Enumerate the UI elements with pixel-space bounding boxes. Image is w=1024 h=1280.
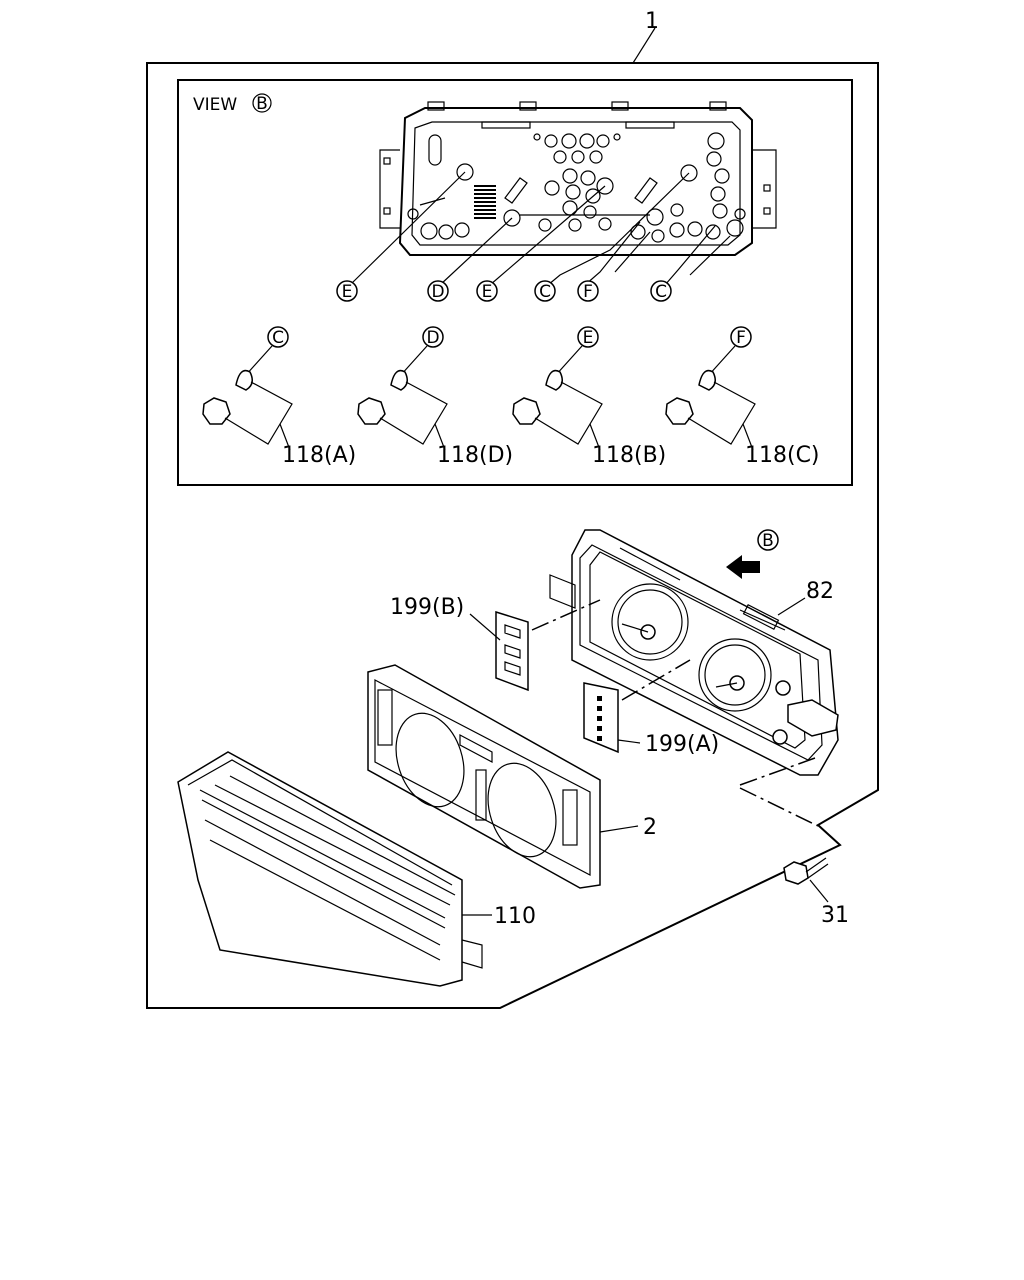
view-title: VIEW xyxy=(193,95,237,115)
screw-leader xyxy=(809,879,829,903)
svg-text:B: B xyxy=(762,531,774,551)
svg-text:C: C xyxy=(272,328,284,348)
view-b-box xyxy=(177,79,853,486)
bulb-part-label-1: 118(A) xyxy=(282,443,356,468)
sub-panel-a xyxy=(583,682,619,754)
sub-panel-a-label: 199(A) xyxy=(645,732,719,757)
svg-text:E: E xyxy=(482,282,493,302)
bulb-part-label-4: 118(C) xyxy=(745,443,820,468)
view-direction-arrow: B xyxy=(726,529,779,579)
sub-panel-a-alignment xyxy=(621,659,691,701)
panel-alignment xyxy=(739,757,816,786)
bulb-socket-group-2: D xyxy=(357,326,448,451)
meter-body-leader xyxy=(777,597,806,616)
socket-marker-1: E xyxy=(336,280,358,302)
assembly-number-label: 1 xyxy=(645,9,659,34)
face-panel-label: 2 xyxy=(643,815,657,840)
sub-panel-a-leader xyxy=(617,739,641,744)
socket-marker-4: C xyxy=(534,280,556,302)
bulb-part-label-2: 118(D) xyxy=(437,443,513,468)
meter-body-label: 82 xyxy=(806,579,834,604)
view-title-marker: B xyxy=(252,93,272,114)
face-panel xyxy=(367,664,601,889)
sub-panel-b-label: 199(B) xyxy=(390,595,464,620)
sub-panel-b-alignment xyxy=(531,599,601,631)
view-leader-lines xyxy=(349,171,731,286)
screw-alignment xyxy=(739,787,819,827)
meter-body xyxy=(549,529,839,776)
svg-text:C: C xyxy=(655,282,667,302)
svg-text:B: B xyxy=(256,94,268,114)
svg-text:D: D xyxy=(431,282,444,302)
socket-marker-5: F xyxy=(577,280,599,302)
svg-text:F: F xyxy=(583,282,593,302)
assembly-frame xyxy=(146,27,879,1009)
svg-text:E: E xyxy=(342,282,353,302)
socket-marker-2: D xyxy=(427,280,449,302)
socket-marker-3: E xyxy=(476,280,498,302)
bulb-socket-group-4: F xyxy=(665,326,756,451)
svg-text:D: D xyxy=(426,328,439,348)
socket-marker-6: C xyxy=(650,280,672,302)
sub-panel-b xyxy=(495,610,529,692)
bulb-socket-group-3: E xyxy=(512,326,603,451)
screw xyxy=(783,857,829,885)
svg-text:E: E xyxy=(583,328,594,348)
cluster-rear-view xyxy=(379,101,777,256)
lens xyxy=(177,751,483,987)
bulb-socket-group-1: C xyxy=(202,326,293,451)
svg-text:F: F xyxy=(736,328,746,348)
screw-label: 31 xyxy=(821,903,849,928)
svg-text:C: C xyxy=(539,282,551,302)
sub-panel-b-leader xyxy=(469,613,501,641)
lens-label: 110 xyxy=(494,904,536,929)
bulb-part-label-3: 118(B) xyxy=(592,443,666,468)
face-panel-leader xyxy=(599,825,639,833)
